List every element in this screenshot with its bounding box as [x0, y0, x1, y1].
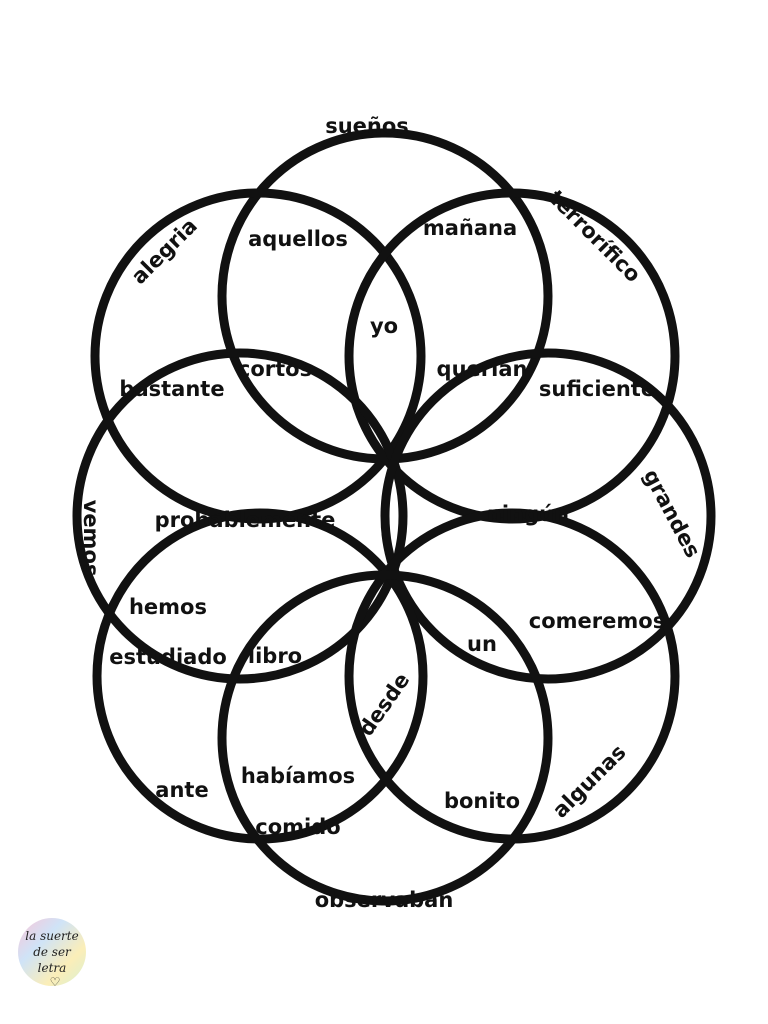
word-comido: comido	[255, 815, 340, 839]
circle-bottom	[217, 570, 553, 906]
circle-top-left	[90, 188, 426, 524]
circle-top	[217, 128, 553, 464]
word-querian: querían	[437, 357, 528, 381]
word-estudiado: estudiado	[109, 645, 227, 669]
word-bastante: bastante	[119, 377, 224, 401]
heart-icon: ♡	[50, 975, 61, 989]
word-bonito: bonito	[444, 789, 520, 813]
word-ante: ante	[155, 778, 208, 802]
word-comeremos: comeremos	[529, 609, 665, 633]
word-habiamos: habíamos	[241, 764, 355, 788]
la-suerte-de-ser-letra-logo: la suerte de ser letra ♡	[18, 918, 86, 989]
circle-top-right	[344, 188, 680, 524]
logo-text-line1: la suerte	[25, 929, 78, 943]
word-ningun: ningún	[487, 502, 569, 526]
word-probablemente: probablemente	[155, 508, 336, 532]
word-manana: mañana	[423, 216, 517, 240]
word-libro: libro	[248, 644, 302, 668]
word-observaban: observaban	[315, 888, 454, 912]
word-desde: desde	[354, 668, 414, 740]
logo-text-line2: de ser	[33, 945, 72, 959]
word-algunas: algunas	[548, 740, 631, 823]
word-yo: yo	[370, 314, 398, 338]
word-aquellos: aquellos	[248, 227, 348, 251]
word-hemos: hemos	[129, 595, 207, 619]
circle-left	[72, 348, 408, 684]
circle-group	[72, 128, 716, 906]
logo-badge	[18, 918, 86, 986]
circle-right	[380, 348, 716, 684]
word-suficiente: suficiente	[539, 377, 655, 401]
logo-text-line3: letra	[38, 961, 67, 975]
word-suenos: sueños	[325, 114, 409, 138]
word-un: un	[467, 632, 497, 656]
word-vemos: vemos	[79, 500, 103, 577]
word-grandes: grandes	[639, 465, 705, 561]
word-cortos: cortos	[238, 357, 312, 381]
word-terrorifico: terrorífico	[544, 186, 645, 287]
